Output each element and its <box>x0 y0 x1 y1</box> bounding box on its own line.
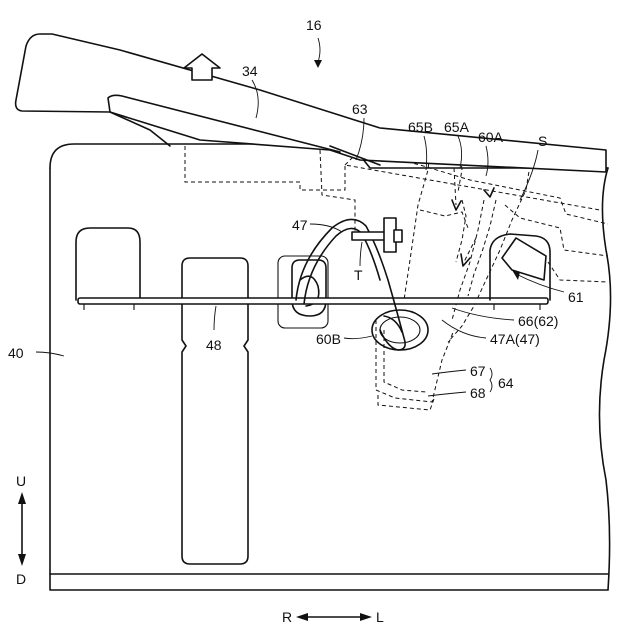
label-T: T <box>354 267 363 283</box>
label-47: 47 <box>292 217 308 233</box>
direction-left: L <box>376 609 384 625</box>
label-47A: 47A(47) <box>490 331 540 347</box>
label-63: 63 <box>352 101 368 117</box>
lid <box>16 34 606 172</box>
clip <box>278 256 328 328</box>
direction-arrows <box>18 492 372 621</box>
direction-up: U <box>16 473 26 489</box>
direction-down: D <box>16 571 26 587</box>
label-65A: 65A <box>444 119 470 135</box>
label-61: 61 <box>568 289 584 305</box>
label-40: 40 <box>8 345 24 361</box>
label-16: 16 <box>306 17 322 33</box>
label-67: 67 <box>470 363 486 379</box>
label-34: 34 <box>242 63 258 79</box>
label-68: 68 <box>470 385 486 401</box>
label-S: S <box>538 133 547 149</box>
label-48: 48 <box>206 337 222 353</box>
housing-body <box>50 144 611 590</box>
plug <box>352 218 402 252</box>
label-65B: 65B <box>408 119 433 135</box>
direction-right: R <box>282 609 292 625</box>
label-60A: 60A <box>478 129 504 145</box>
right-pocket <box>490 234 550 300</box>
left-pocket <box>76 228 140 300</box>
shelf-rail <box>78 298 548 310</box>
label-60B: 60B <box>316 331 341 347</box>
label-66: 66(62) <box>518 313 558 329</box>
label-64: 64 <box>498 375 514 391</box>
boss-60B <box>372 310 428 350</box>
